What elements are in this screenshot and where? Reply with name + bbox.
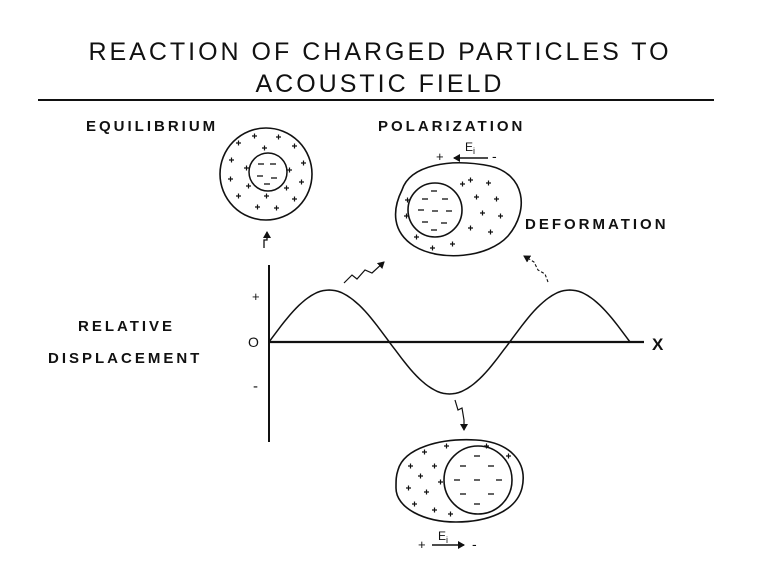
wave-to-deformation-arrow (523, 255, 549, 283)
equilibrium-label: EQUILIBRIUM (86, 118, 219, 135)
page-title-line-2: ACOUSTIC FIELD (255, 70, 505, 98)
field-bottom-symbol: Ei (438, 529, 448, 545)
polarized-bottom-outer-shell (395, 438, 524, 523)
y-axis-zero-label: O (248, 334, 259, 350)
field-bottom-plus: + (418, 537, 426, 552)
wave-to-bottom-particle-arrow (454, 399, 468, 431)
equilibrium-outer-shell (219, 127, 313, 221)
polarized-bottom-minus-charges (454, 455, 502, 505)
polarized-top-inner-core (407, 182, 463, 238)
relative-label: RELATIVE (78, 318, 176, 335)
polarized-bottom-inner-core (443, 445, 513, 515)
y-axis-minus-label: - (253, 378, 258, 395)
polarized-particle-bottom (395, 438, 524, 523)
field-top-plus: + (436, 149, 444, 164)
polarization-label: POLARIZATION (378, 118, 526, 135)
field-top-minus: - (492, 148, 497, 164)
polarized-top-minus-charges (418, 190, 452, 231)
polarized-top-plus-charges (404, 177, 503, 251)
polarized-particle-top (394, 162, 522, 257)
field-top-symbol: Ei (465, 140, 475, 156)
polarized-top-outer-shell (394, 162, 522, 257)
equilibrium-arrow (263, 231, 271, 248)
equilibrium-minus-charges (257, 163, 277, 185)
x-axis-label: X (652, 335, 664, 354)
wave-to-polarization-arrow (343, 261, 385, 284)
polarized-bottom-plus-charges (406, 443, 511, 517)
displacement-wave (268, 289, 631, 395)
page-title-line-1: REACTION OF CHARGED PARTICLES TO (88, 38, 672, 66)
deformation-label: DEFORMATION (525, 216, 669, 233)
equilibrium-particle (219, 127, 313, 221)
equilibrium-plus-charges (228, 133, 306, 211)
equilibrium-inner-core (248, 152, 288, 192)
displacement-label: DISPLACEMENT (48, 350, 203, 367)
field-arrow-bottom: + Ei - (418, 529, 477, 552)
field-arrow-top: + Ei - (436, 140, 497, 164)
field-bottom-minus: - (472, 536, 477, 552)
y-axis-plus-label: + (252, 289, 260, 304)
title-underline (38, 99, 714, 101)
